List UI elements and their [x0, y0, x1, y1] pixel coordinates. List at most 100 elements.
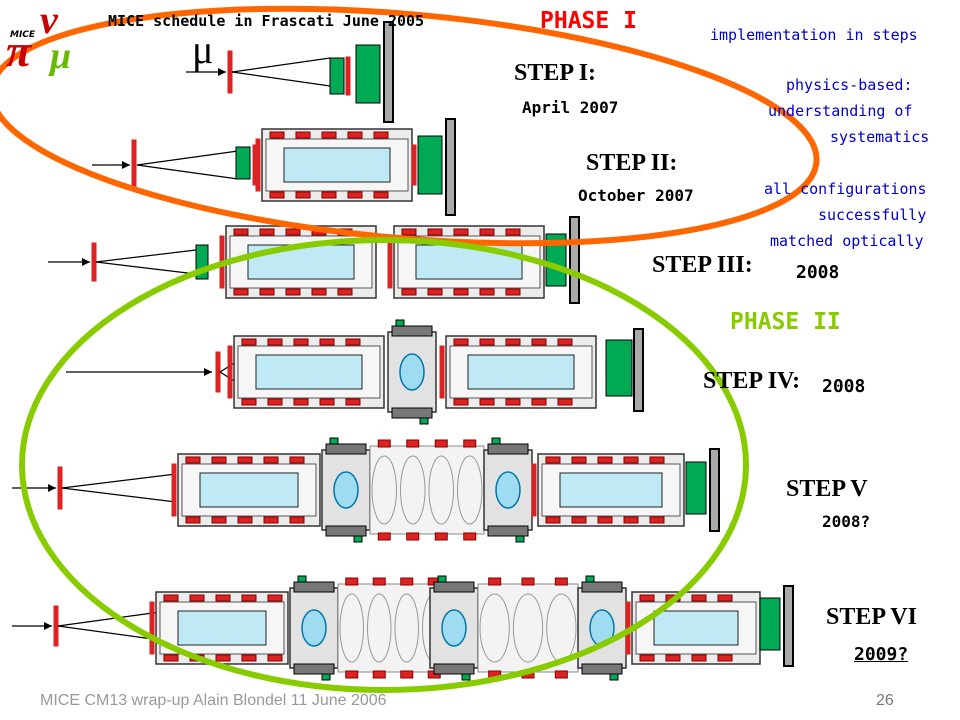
step4-absorber-valve-2 — [419, 417, 429, 425]
step3-tracker-1-coil-bottom — [337, 288, 353, 296]
step2-tracker-coil-top — [321, 131, 337, 139]
step6-tracker-2-coil-top — [717, 594, 733, 602]
note-matched-optically: matched optically — [770, 232, 924, 250]
step5-rf-coupler-bottom — [406, 532, 420, 541]
step6-rf-2-coupler-top — [554, 577, 568, 586]
step4-absorber-coil-bottom — [391, 407, 433, 419]
step6-arrow-head — [44, 622, 52, 630]
step4-tracker-1-coil-bottom — [267, 398, 283, 406]
step3-beam-top — [95, 249, 197, 263]
step5-tracker-1-coil-bottom — [211, 516, 227, 524]
muon-symbol: μ — [192, 27, 214, 72]
step5-tracker-1-coil-top — [185, 456, 201, 464]
phase-two-label: PHASE II — [730, 309, 841, 335]
step5-rf-body — [369, 445, 485, 535]
logo-text: MICE — [10, 30, 36, 40]
logo-mu: μ — [50, 35, 72, 77]
step5-tracker-1-coil-bottom — [237, 516, 253, 524]
step5-beam-top — [61, 473, 177, 489]
step6-tracker-1-coil-bottom — [267, 654, 283, 662]
step6-tracker-1-coil-top — [189, 594, 205, 602]
step5-rf-coupler-top — [463, 439, 477, 448]
phase-one-label: PHASE I — [540, 8, 637, 34]
step4-diffuser — [215, 351, 221, 393]
step6-ckov — [759, 597, 781, 651]
step2-tracker-end — [255, 138, 261, 192]
step3-tracker-1-coil-top — [259, 228, 275, 236]
step6-absorber-1-lh2 — [301, 609, 327, 647]
step4-arrow-head — [204, 368, 212, 376]
step6-tracker-2-fibre — [653, 610, 739, 646]
step4-absorber-lh2 — [399, 353, 425, 391]
note-all-configurations: all configurations — [764, 180, 927, 198]
step5-absorber-2-coil-bottom — [487, 525, 529, 537]
step4-tracker-2-coil-bottom — [505, 398, 521, 406]
step3-tracker-2-coil-bottom — [401, 288, 417, 296]
step6-absorber-2-valve-2 — [461, 673, 471, 681]
step2-tracker-coil-top — [347, 131, 363, 139]
step6-rf-2-body — [477, 583, 579, 673]
step6-rf-1-cell — [367, 593, 392, 663]
step5-rf-cell — [428, 455, 454, 525]
slide-title: MICE schedule in Frascati June 2005 — [108, 12, 425, 30]
step6-rf-1-cell — [394, 593, 419, 663]
logo-nu: ν — [40, 0, 58, 42]
step6-absorber-2-lh2 — [441, 609, 467, 647]
step3-tracker-2-coil-top — [427, 228, 443, 236]
step5-arrow-head — [48, 484, 56, 492]
step4-absorber-valve-1 — [395, 319, 405, 327]
step2-tracker-coil-top — [373, 131, 389, 139]
step5-tracker-2-end — [531, 463, 537, 517]
step5-tracker-2-coil-bottom — [623, 516, 639, 524]
step3-beam-bottom — [95, 261, 197, 275]
step6-absorber-1-coil-top — [293, 581, 335, 593]
step-3-label: STEP III: — [652, 252, 753, 278]
step6-absorber-3-valve-1 — [585, 575, 595, 583]
step4-tracker-2-coil-top — [531, 338, 547, 346]
step5-absorber-1-coil-top — [325, 443, 367, 455]
step3-tracker-2-end — [387, 235, 393, 289]
step6-rf-1-coupler-top — [345, 577, 359, 586]
step4-tracker-2-coil-top — [479, 338, 495, 346]
step2-end — [411, 144, 417, 186]
step6-absorber-3-coil-top — [581, 581, 623, 593]
step6-tracker-2-coil-bottom — [717, 654, 733, 662]
step2-tracker-coil-top — [295, 131, 311, 139]
step6-rf-1-coupler-top — [400, 577, 414, 586]
step-2-date: October 2007 — [578, 186, 694, 205]
step2-tracker-coil-bottom — [269, 191, 285, 199]
step6-tracker-1-coil-top — [163, 594, 179, 602]
step6-tracker-2-coil-top — [691, 594, 707, 602]
step-2-label: STEP II: — [586, 150, 678, 176]
step3-tracker-2-coil-top — [505, 228, 521, 236]
step5-tracker-1-coil-top — [237, 456, 253, 464]
step-6-date: 2009? — [854, 644, 909, 665]
step3-tracker-1-coil-bottom — [311, 288, 327, 296]
step4-tracker-2-coil-top — [505, 338, 521, 346]
step-3-date: 2008 — [796, 262, 840, 283]
step5-diffuser — [57, 466, 63, 510]
step1-ckov — [355, 44, 381, 104]
step5-tracker-2-coil-bottom — [597, 516, 613, 524]
step5-tracker-2-coil-top — [571, 456, 587, 464]
step6-tracker-1-end — [149, 601, 155, 655]
step6-absorber-2-coil-top — [433, 581, 475, 593]
step3-arrow-head — [82, 258, 90, 266]
step3-tracker-1-coil-bottom — [285, 288, 301, 296]
step2-beam-bottom — [136, 164, 239, 180]
step5-calorimeter — [709, 448, 720, 532]
step6-beam-top — [57, 611, 161, 627]
step5-absorber-2-valve-1 — [491, 437, 501, 445]
step4-tracker-1-coil-bottom — [319, 398, 335, 406]
step2-beam-top — [136, 150, 239, 166]
step6-absorber-3-valve-2 — [609, 673, 619, 681]
step5-rf-coupler-bottom — [463, 532, 477, 541]
step4-tracker-2-coil-top — [557, 338, 573, 346]
step5-rf-coupler-top — [434, 439, 448, 448]
step3-tracker-2-coil-top — [479, 228, 495, 236]
step6-absorber-1-valve-1 — [297, 575, 307, 583]
note-physics-based: physics-based: — [786, 76, 913, 94]
step6-absorber-1-valve-2 — [321, 673, 331, 681]
